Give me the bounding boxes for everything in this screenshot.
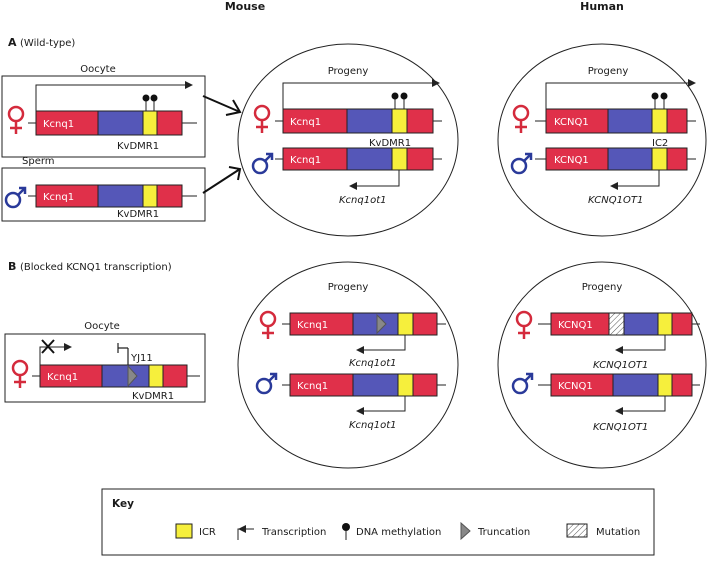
key-item-truncation: Truncation bbox=[477, 527, 530, 538]
mouse-progeny-b: Progeny Kcnq1 Kcnq1ot1 Kcnq1 Kcnq1ot1 bbox=[237, 261, 459, 469]
sperm-label: Sperm bbox=[22, 156, 55, 167]
kcnq1-label: KCNQ1 bbox=[558, 320, 593, 331]
mutation-hatched-box bbox=[608, 312, 625, 336]
kcnq1-label: Kcnq1 bbox=[297, 320, 328, 331]
kvdmr1-label: KvDMR1 bbox=[117, 209, 159, 220]
truncation-triangle-icon bbox=[127, 364, 138, 388]
intergenic-region bbox=[97, 110, 144, 136]
kcnq1-label: KCNQ1 bbox=[554, 117, 589, 128]
key-item-mutation: Mutation bbox=[596, 527, 640, 538]
section-b-title: (Blocked KCNQ1 transcription) bbox=[20, 262, 172, 273]
key-item-icr: ICR bbox=[199, 527, 216, 538]
blocked-cross-icon bbox=[41, 339, 55, 354]
kcnq1-label: Kcnq1 bbox=[47, 372, 78, 383]
icr-key-swatch bbox=[175, 523, 193, 539]
kcnq1-label: Kcnq1 bbox=[43, 119, 74, 130]
male-symbol-icon bbox=[511, 372, 534, 395]
yj11-label: YJ11 bbox=[130, 353, 153, 364]
kcnq1-label: Kcnq1 bbox=[43, 192, 74, 203]
mouse-header: Mouse bbox=[225, 0, 265, 13]
female-symbol-icon bbox=[7, 105, 25, 134]
section-a-title: (Wild-type) bbox=[20, 38, 75, 49]
male-symbol-icon bbox=[251, 152, 274, 175]
key-title: Key bbox=[112, 498, 134, 510]
yj11-marker bbox=[117, 343, 129, 365]
key-item-dna-methylation: DNA methylation bbox=[356, 527, 441, 538]
female-symbol-icon bbox=[515, 310, 533, 339]
key-legend: Key ICR Transcription DNA methylation Tr… bbox=[101, 488, 655, 556]
human-progeny-a: Progeny KCNQ1 IC2 KCNQ1 KCNQ1OT1 bbox=[497, 43, 707, 237]
progeny-label: Progeny bbox=[588, 66, 629, 77]
oocyte-box-b: Oocyte Kcnq1 YJ11 KvDMR1 bbox=[4, 321, 206, 403]
female-symbol-icon bbox=[11, 359, 29, 388]
sperm-box-a: Sperm Kcnq1 KvDMR1 bbox=[1, 156, 206, 222]
male-symbol-icon bbox=[255, 372, 278, 395]
female-symbol-icon bbox=[259, 310, 277, 339]
key-item-transcription: Transcription bbox=[261, 527, 326, 538]
female-symbol-icon bbox=[253, 104, 271, 133]
kcnq1-gene bbox=[35, 110, 99, 136]
oocyte-box-a: Oocyte Kcnq1 KvDMR1 bbox=[1, 64, 206, 158]
male-symbol-icon bbox=[4, 186, 27, 209]
icr-box bbox=[142, 110, 158, 136]
male-symbol-icon bbox=[510, 152, 533, 175]
inheritance-arrows bbox=[202, 95, 242, 194]
kvdmr1-label: KvDMR1 bbox=[369, 138, 411, 149]
kcnq1-label: Kcnq1 bbox=[290, 117, 321, 128]
section-a-letter: A bbox=[8, 36, 17, 49]
kcnq1ot1-label: Kcnq1ot1 bbox=[339, 195, 387, 206]
female-symbol-icon bbox=[512, 104, 530, 133]
kvdmr1-label: KvDMR1 bbox=[132, 391, 174, 402]
hatched-box-icon bbox=[566, 523, 588, 538]
progeny-label: Progeny bbox=[328, 282, 369, 293]
progeny-label: Progeny bbox=[582, 282, 623, 293]
ic2-label: IC2 bbox=[652, 138, 668, 149]
kcnq1-label: KCNQ1 bbox=[558, 381, 593, 392]
methylation-lollipop-icon bbox=[142, 94, 158, 111]
section-b-letter: B bbox=[8, 260, 16, 273]
kcnq1ot1-label: KCNQ1OT1 bbox=[593, 360, 648, 371]
triangle-icon bbox=[460, 521, 471, 541]
kcnq1-label: Kcnq1 bbox=[290, 155, 321, 166]
progeny-label: Progeny bbox=[328, 66, 369, 77]
kvdmr1-label: KvDMR1 bbox=[117, 141, 159, 152]
mouse-progeny-a: Progeny Kcnq1 KvDMR1 Kcnq1 Kcnq1ot1 bbox=[237, 43, 459, 237]
kcnq1-label: KCNQ1 bbox=[554, 155, 589, 166]
kcnq1ot1-label: KCNQ1OT1 bbox=[593, 422, 648, 433]
kcnq1ot1-label: KCNQ1OT1 bbox=[588, 195, 643, 206]
human-header: Human bbox=[580, 0, 624, 13]
transcription-arrow-icon bbox=[35, 84, 185, 111]
human-progeny-b: Progeny KCNQ1 KCNQ1OT1 KCNQ1 KCNQ1OT1 bbox=[497, 261, 707, 469]
kcnq1ot1-label: Kcnq1ot1 bbox=[349, 420, 397, 431]
lollipop-icon bbox=[342, 523, 350, 540]
kcnq1ot1-label: Kcnq1ot1 bbox=[349, 358, 397, 369]
oocyte-label: Oocyte bbox=[84, 321, 119, 332]
flank-gene bbox=[156, 110, 183, 136]
kcnq1-label: Kcnq1 bbox=[297, 381, 328, 392]
oocyte-label: Oocyte bbox=[80, 64, 115, 75]
transcription-arrow-icon bbox=[237, 525, 254, 540]
